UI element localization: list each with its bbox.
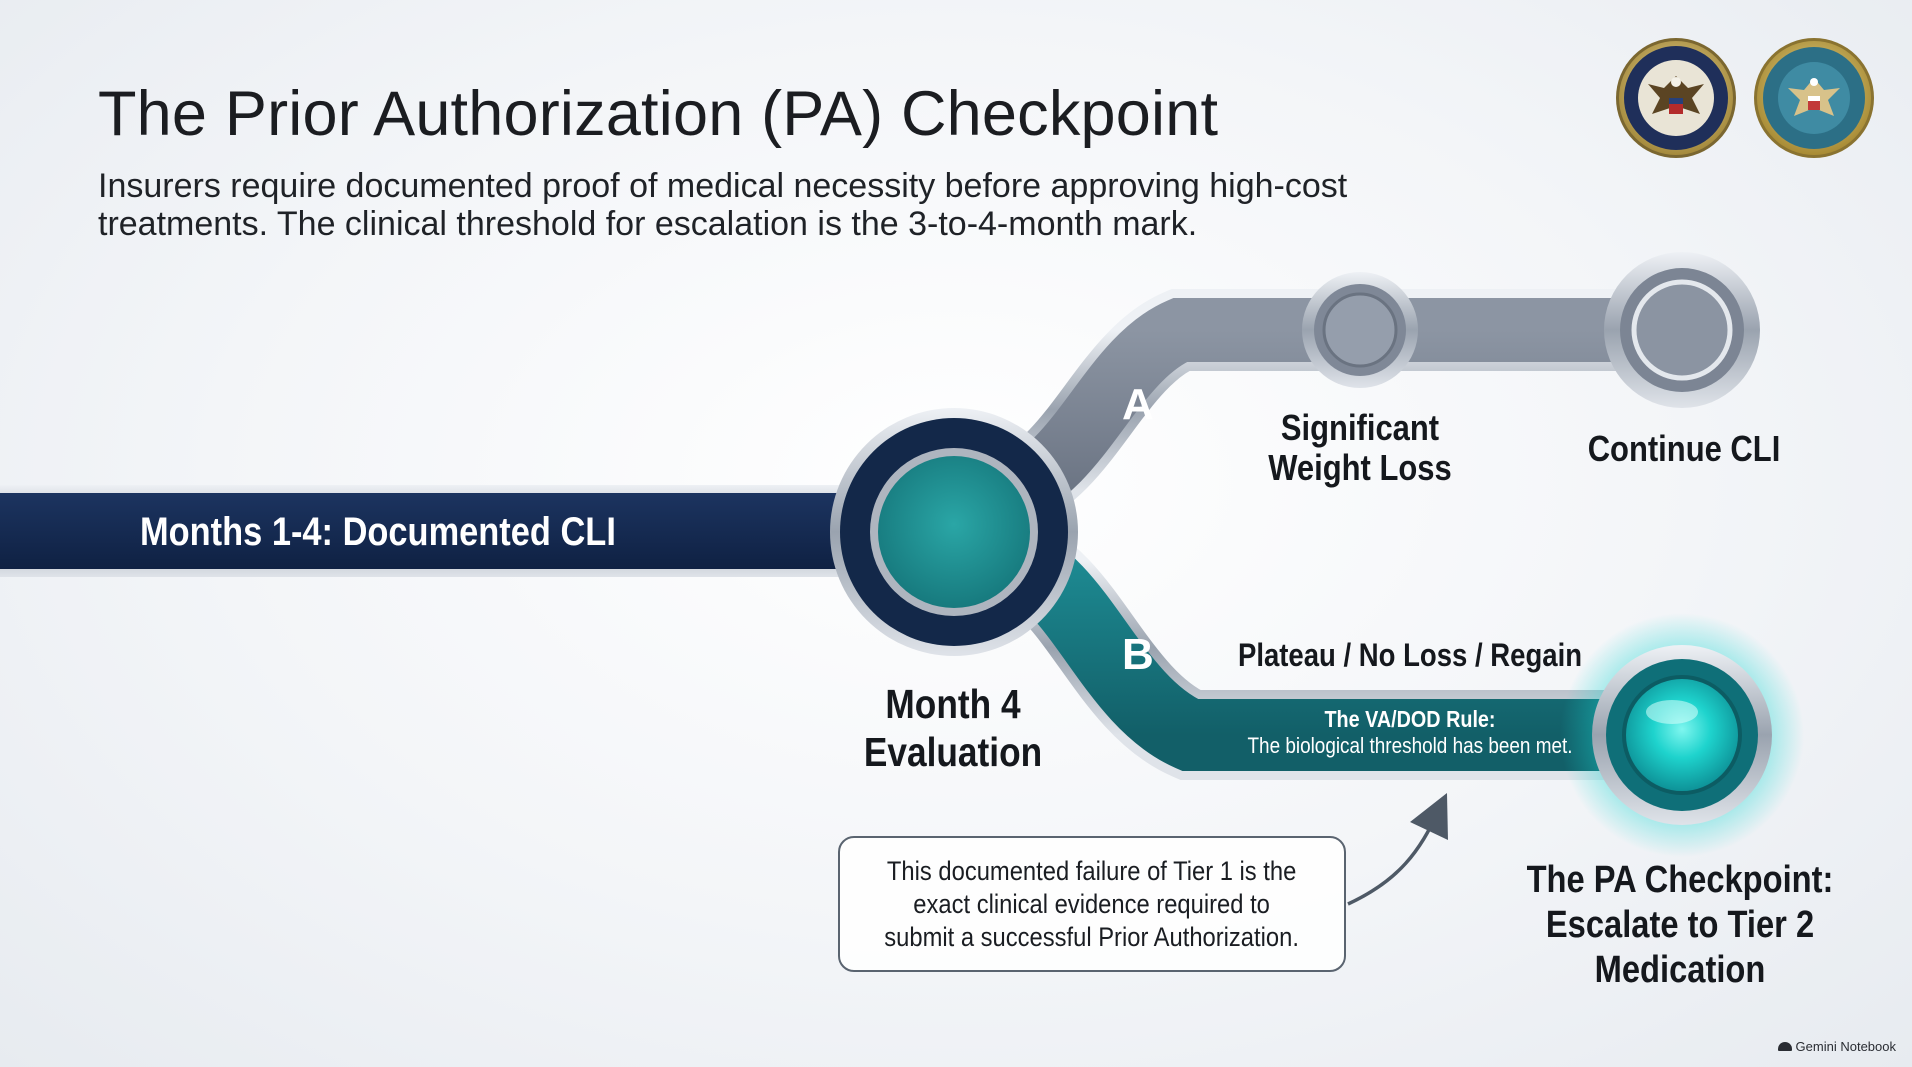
branch-b-letter: B [1122, 630, 1154, 679]
subtitle-line-2: treatments. The clinical threshold for e… [98, 205, 1198, 243]
page-title: The Prior Authorization (PA) Checkpoint [98, 79, 1219, 149]
va-dod-rule-body: The biological threshold has been met. [1247, 733, 1573, 758]
month-4-evaluation-label: Month 4 Evaluation [824, 680, 1082, 776]
callout-box: This documented failure of Tier 1 is the… [838, 836, 1346, 972]
page-subtitle: Insurers require documented proof of med… [98, 167, 1498, 243]
brand-footer: Gemini Notebook [1777, 1039, 1896, 1054]
brand-label: Gemini Notebook [1795, 1039, 1896, 1054]
evaluation-line: Evaluation [863, 729, 1043, 775]
callout-line-2: exact clinical evidence required to [913, 888, 1271, 919]
pa-checkpoint-label: The PA Checkpoint: Escalate to Tier 2 Me… [1491, 858, 1869, 993]
pa-line-2: Escalate to Tier 2 [1545, 904, 1815, 946]
significant-weight-loss-label: Significant Weight Loss [1240, 408, 1481, 488]
callout-text: This documented failure of Tier 1 is the… [885, 855, 1300, 954]
dod-seal-icon [1754, 38, 1874, 158]
decision-node [878, 456, 1030, 608]
callout-arrow [1347, 793, 1448, 906]
weight-line-2: Weight Loss [1268, 447, 1452, 488]
pa-line-1: The PA Checkpoint: [1526, 859, 1834, 901]
va-dod-rule-title: The VA/DOD Rule: [1324, 706, 1496, 732]
pa-line-3: Medication [1594, 949, 1766, 991]
callout-line-3: submit a successful Prior Authorization. [884, 921, 1300, 952]
months-1-4-label: Months 1-4: Documented CLI [140, 510, 616, 554]
branch-a-letter: A [1122, 380, 1154, 429]
weight-line-1: Significant [1280, 407, 1440, 448]
continue-cli-label: Continue CLI [1587, 428, 1781, 469]
plateau-label: Plateau / No Loss / Regain [1237, 637, 1583, 673]
va-seal-icon [1616, 38, 1736, 158]
callout-line-1: This documented failure of Tier 1 is the [887, 855, 1297, 886]
month-4-line: Month 4 [885, 681, 1021, 727]
notebook-logo-icon [1777, 1042, 1792, 1051]
subtitle-line-1: Insurers require documented proof of med… [98, 167, 1348, 205]
